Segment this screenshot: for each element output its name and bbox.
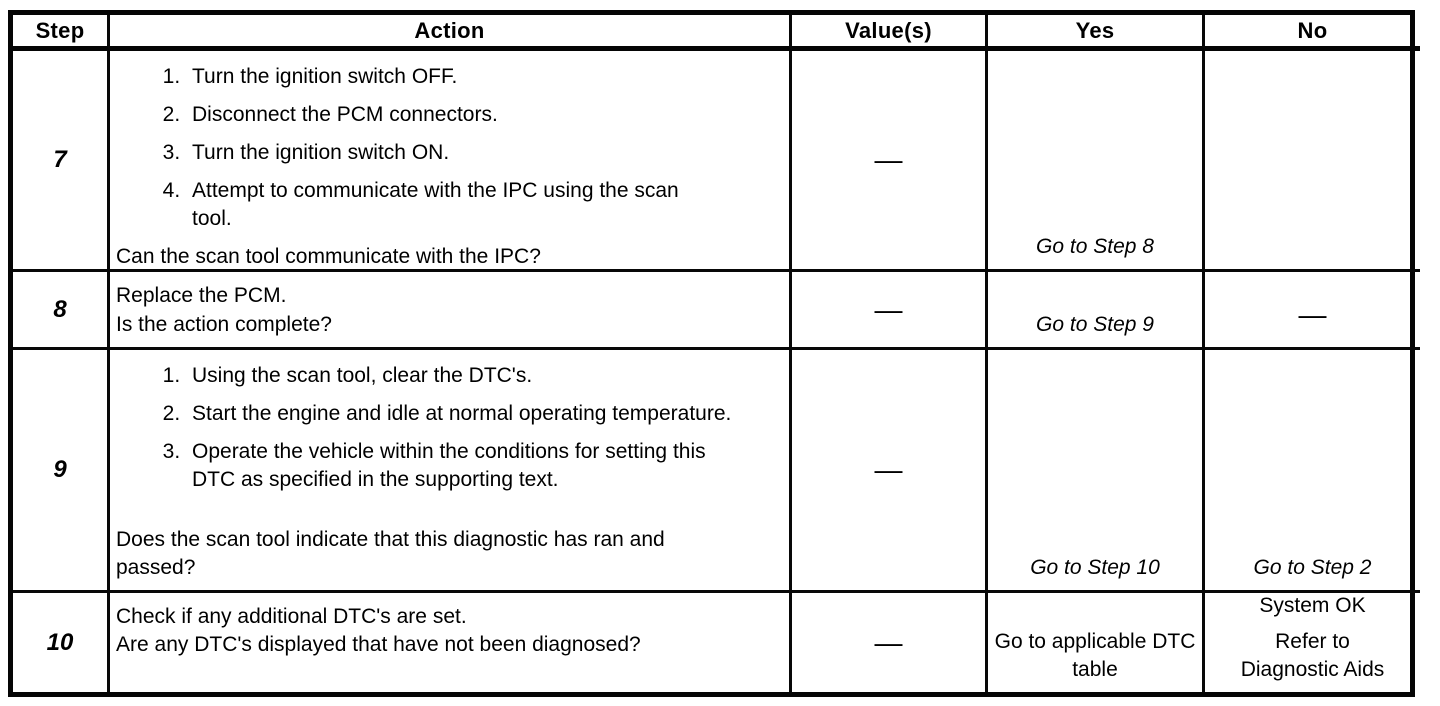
no-dash: — — [1298, 299, 1327, 330]
step-number: 8 — [53, 295, 67, 323]
column-header-no: No — [1205, 15, 1420, 51]
no-refer-text: Refer to Diagnostic Aids — [1240, 630, 1385, 681]
action-list-item: Start the engine and idle at normal oper… — [186, 400, 752, 428]
yes-cell: Go to Step 8 — [988, 51, 1205, 272]
action-list-item: Turn the ignition switch ON. — [186, 139, 692, 167]
no-cell: — — [1205, 272, 1420, 350]
value-cell: — — [792, 51, 988, 272]
yes-goto-text: Go to Step 8 — [1036, 235, 1154, 258]
yes-cell: Go to Step 9 — [988, 272, 1205, 350]
no-cell — [1205, 51, 1420, 272]
step-number: 9 — [53, 456, 67, 483]
action-list-item: Attempt to communicate with the IPC usin… — [186, 177, 692, 233]
action-question: Does the scan tool indicate that this di… — [116, 528, 665, 579]
action-list: Turn the ignition switch OFF. Disconnect… — [116, 63, 781, 243]
step-number: 7 — [53, 146, 67, 173]
yes-cell: Go to applicable DTC table — [988, 593, 1205, 692]
action-list-item: Using the scan tool, clear the DTC's. — [186, 362, 752, 390]
step-number: 10 — [46, 628, 74, 656]
action-list-item: Turn the ignition switch OFF. — [186, 63, 692, 91]
action-question: Is the action complete? — [116, 313, 332, 336]
no-goto-text: Go to Step 2 — [1253, 556, 1372, 579]
yes-goto-text: Go to Step 10 — [1030, 556, 1160, 579]
column-header-action: Action — [110, 15, 792, 51]
step-number-cell: 10 — [13, 593, 110, 692]
action-statement: Replace the PCM. — [116, 284, 287, 307]
action-cell: Replace the PCM. Is the action complete? — [110, 272, 792, 350]
action-question: Can the scan tool communicate with the I… — [116, 245, 541, 268]
value-dash: — — [874, 454, 903, 485]
action-list: Using the scan tool, clear the DTC's. St… — [116, 362, 781, 504]
value-cell: — — [792, 350, 988, 593]
action-cell: Check if any additional DTC's are set. A… — [110, 593, 792, 692]
column-header-yes: Yes — [988, 15, 1205, 51]
no-cell: System OK Refer to Diagnostic Aids — [1205, 593, 1420, 692]
action-cell: Using the scan tool, clear the DTC's. St… — [110, 350, 792, 593]
step-number-cell: 8 — [13, 272, 110, 350]
no-cell: Go to Step 2 — [1205, 350, 1420, 593]
column-header-values: Value(s) — [792, 15, 988, 51]
value-cell: — — [792, 272, 988, 350]
value-dash: — — [874, 293, 903, 325]
yes-cell: Go to Step 10 — [988, 350, 1205, 593]
value-cell: — — [792, 593, 988, 692]
step-number-cell: 9 — [13, 350, 110, 593]
yes-goto-text: Go to Step 9 — [1036, 313, 1154, 336]
value-dash: — — [874, 626, 903, 658]
action-cell: Turn the ignition switch OFF. Disconnect… — [110, 51, 792, 272]
action-list-item: Operate the vehicle within the condition… — [186, 438, 752, 494]
action-statement: Check if any additional DTC's are set. — [116, 605, 467, 628]
action-list-item: Disconnect the PCM connectors. — [186, 101, 692, 129]
yes-instruction-text: Go to applicable DTC table — [994, 630, 1196, 681]
value-dash: — — [874, 144, 903, 175]
column-header-step: Step — [13, 15, 110, 51]
action-question: Are any DTC's displayed that have not be… — [116, 633, 641, 656]
no-system-ok-text: System OK — [1259, 594, 1366, 617]
step-number-cell: 7 — [13, 51, 110, 272]
diagnostic-table: Step Action Value(s) Yes No 7 Turn the i… — [8, 10, 1420, 697]
